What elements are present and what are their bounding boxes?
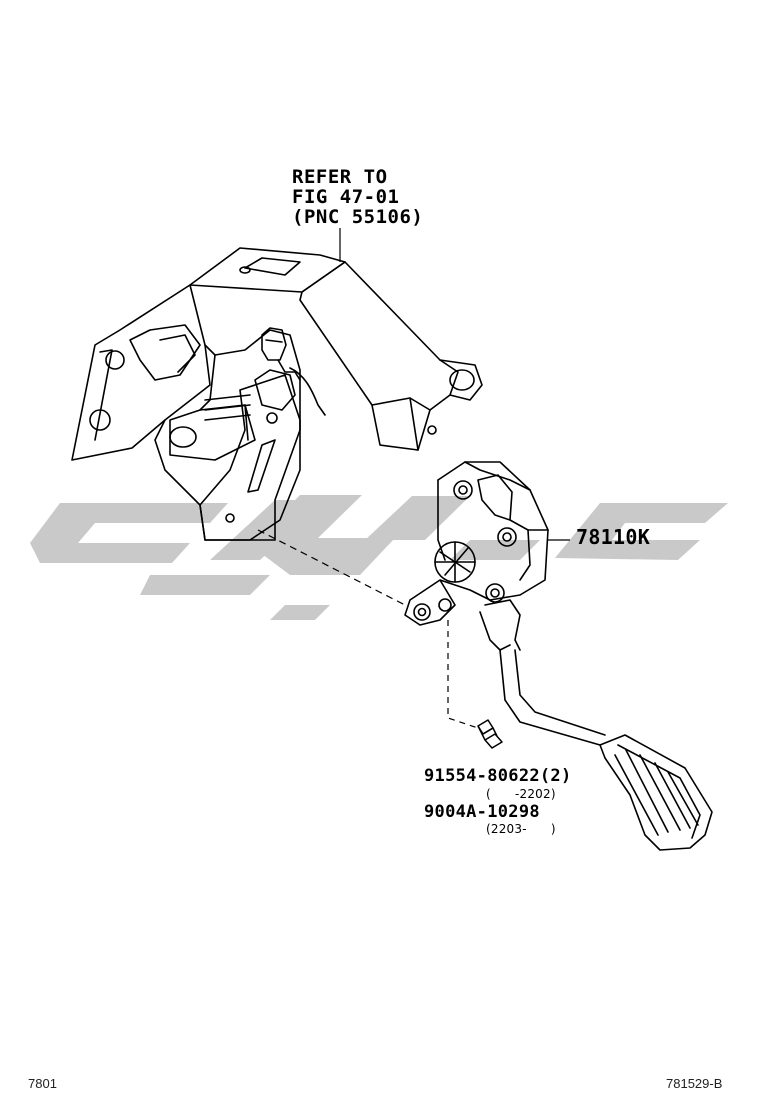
callout-bolt-part-1[interactable]: 91554-80622(2) bbox=[424, 766, 572, 786]
callout-bolt-part-2[interactable]: 9004A-10298 bbox=[424, 802, 540, 822]
footer-left-code: 7801 bbox=[28, 1076, 57, 1091]
reference-note-line2: FIG 47-01 bbox=[292, 186, 400, 208]
reference-note-line1: REFER TO bbox=[292, 166, 388, 188]
callout-bolt-part-1-range: ( -2202) bbox=[486, 787, 556, 801]
callout-pedal-assembly[interactable]: 78110K bbox=[576, 525, 651, 549]
callout-bolt-part-2-range: (2203- ) bbox=[486, 822, 556, 836]
accelerator-pedal-drawing bbox=[404, 461, 713, 851]
reference-note-line3: (PNC 55106) bbox=[292, 206, 424, 228]
bolt-drawing bbox=[477, 719, 503, 749]
watermark-logo bbox=[30, 495, 728, 620]
pedal-bracket-drawing bbox=[71, 247, 483, 541]
footer-right-code: 781529-B bbox=[666, 1076, 723, 1091]
leader-lines bbox=[257, 228, 570, 729]
